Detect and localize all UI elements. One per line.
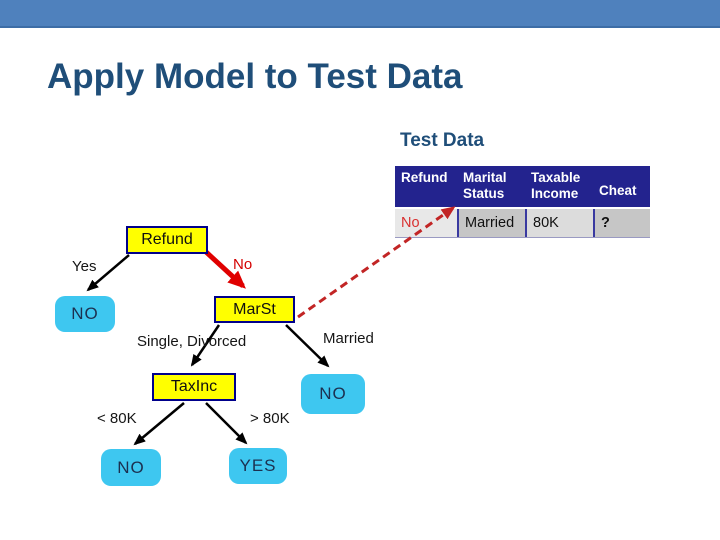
table-cell-marital-status: Married xyxy=(457,209,525,237)
test-data-table: Refund Marital Status Taxable Income Che… xyxy=(395,166,650,238)
edge-marst-married xyxy=(285,324,330,368)
slide-accent-bar xyxy=(0,0,720,28)
table-header-refund: Refund xyxy=(401,170,448,185)
test-data-label: Test Data xyxy=(400,130,485,151)
table-header-row: Refund Marital Status Taxable Income Che… xyxy=(395,166,650,207)
edge-label-no: No xyxy=(233,256,253,273)
edge-label-married: Married xyxy=(323,330,374,347)
table-header-cheat: Cheat xyxy=(599,183,637,199)
table-cell-cheat: ? xyxy=(593,209,650,237)
leaf-no-low-income: NO xyxy=(101,449,161,486)
edge-label-single-divorced: Single, Divorced xyxy=(137,333,247,350)
slide-title: Apply Model to Test Data xyxy=(47,57,463,96)
edge-taxinc-gt80k xyxy=(205,402,248,445)
edge-label-gt-80k: > 80K xyxy=(250,410,290,427)
table-row: No Married 80K ? xyxy=(395,207,650,238)
leaf-yes-high-income: YES xyxy=(229,448,287,484)
table-cell-taxable-income: 80K xyxy=(525,209,593,237)
node-marst: MarSt xyxy=(214,296,295,323)
edge-taxinc-lt80k xyxy=(133,402,185,446)
node-taxinc: TaxInc xyxy=(152,373,236,401)
edge-label-yes: Yes xyxy=(72,258,97,275)
table-header-taxable-income: Taxable Income xyxy=(531,170,581,201)
node-refund: Refund xyxy=(126,226,208,254)
table-header-marital-status: Marital Status xyxy=(463,170,507,201)
edge-label-lt-80k: < 80K xyxy=(97,410,137,427)
table-cell-refund: No xyxy=(395,209,457,237)
leaf-no-married: NO xyxy=(301,374,365,414)
leaf-no-refund-yes: NO xyxy=(55,296,115,332)
